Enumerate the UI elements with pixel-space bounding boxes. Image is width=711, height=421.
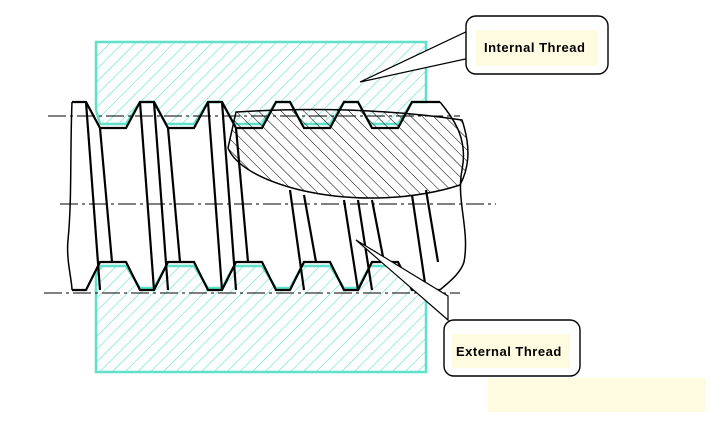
internal-thread-label: Internal Thread xyxy=(484,40,585,55)
centerlines xyxy=(44,115,496,294)
external-thread xyxy=(66,100,467,292)
internal-thread-label-bg xyxy=(476,30,598,66)
external-thread-label: External Thread xyxy=(456,344,562,359)
internal-thread-lower xyxy=(94,264,428,374)
external-thread-callout: External Thread xyxy=(355,239,581,377)
highlight-bar xyxy=(488,378,706,412)
external-thread-label-bg xyxy=(452,334,570,368)
internal-thread-callout: Internal Thread xyxy=(359,15,609,83)
